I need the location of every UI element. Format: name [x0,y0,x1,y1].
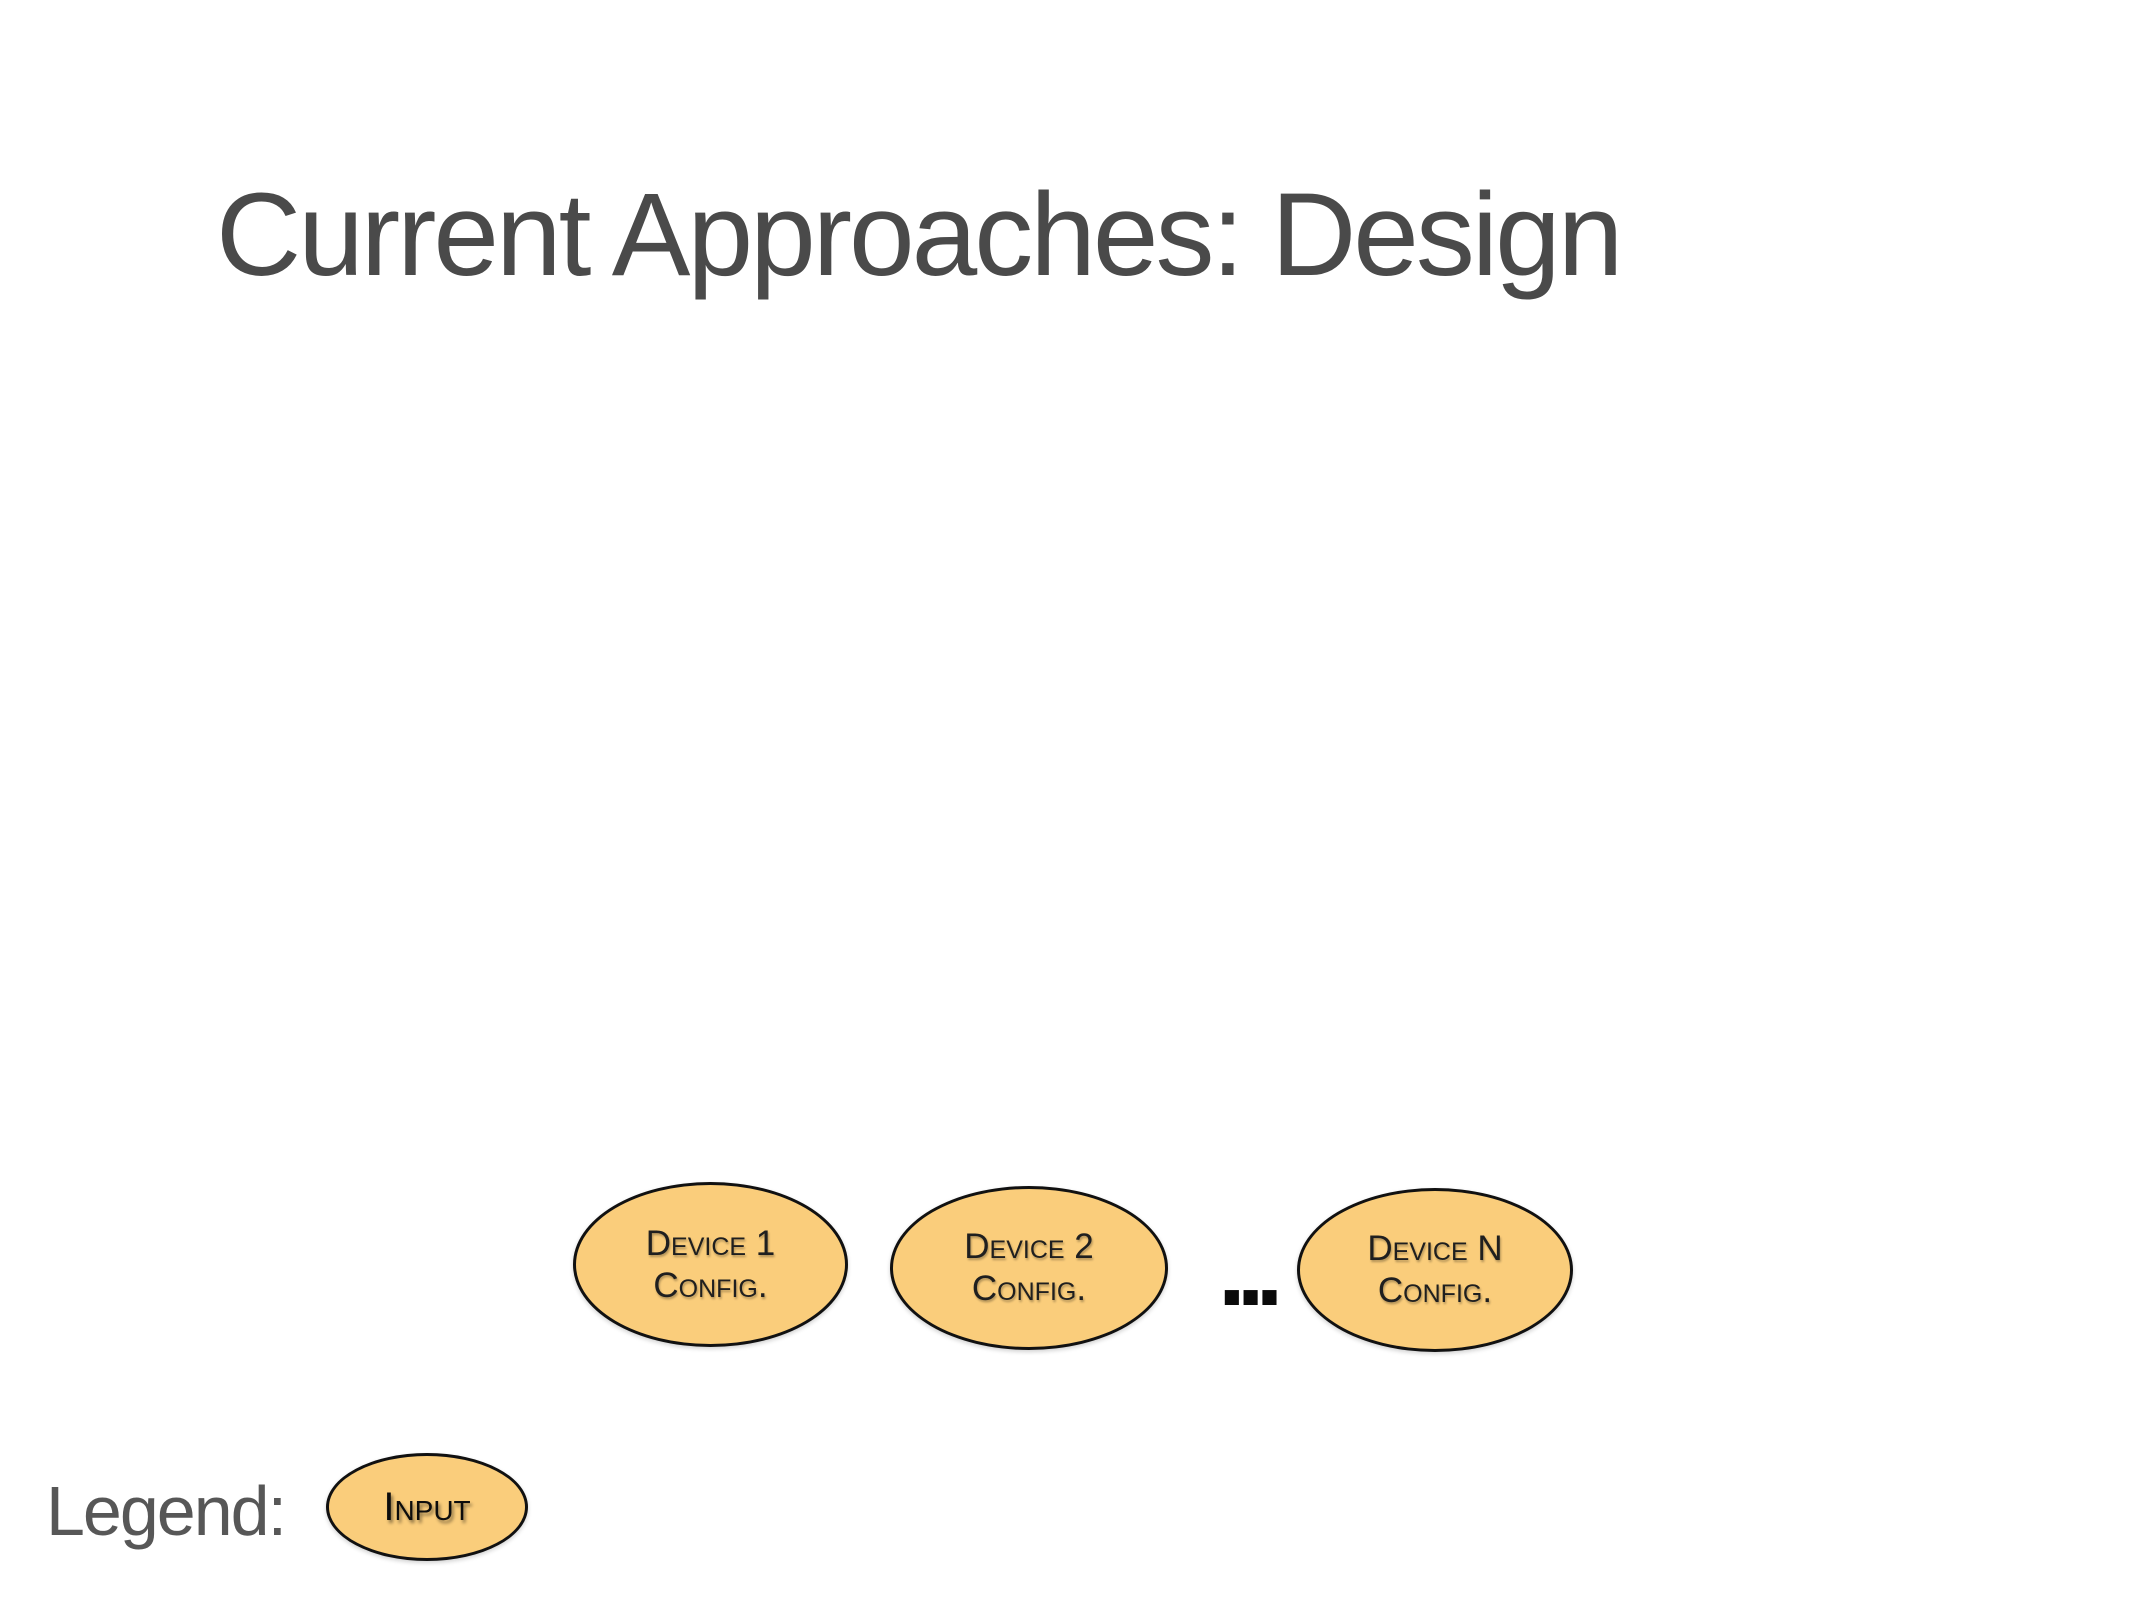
device-n-config-label: Device N Config. [1367,1229,1503,1310]
more-devices-ellipsis: ... [1218,1215,1283,1327]
device-1-config-label: Device 1 Config. [645,1223,776,1305]
device-n-config-node: Device N Config. [1297,1188,1573,1352]
device-1-config-node: Device 1 Config. [573,1182,848,1347]
device-2-config-label: Device 2 Config. [964,1227,1094,1308]
slide-title: Current Approaches: Design [216,169,1623,301]
legend-input-label: Input [383,1485,471,1529]
legend-heading: Legend: [46,1472,287,1550]
legend-input-node: Input [326,1453,528,1561]
device-2-config-node: Device 2 Config. [890,1186,1168,1350]
